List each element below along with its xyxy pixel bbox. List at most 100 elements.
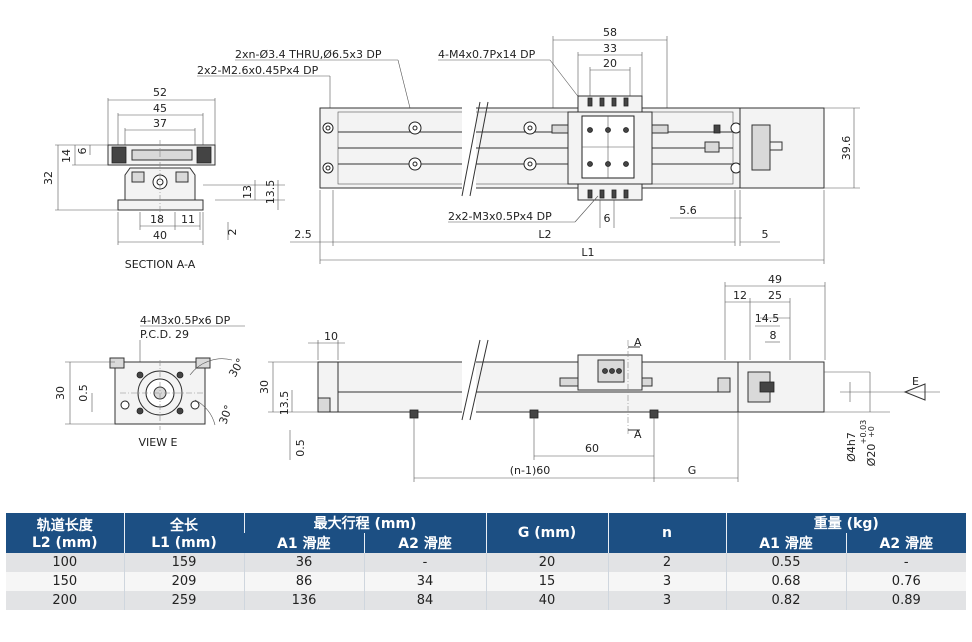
table-row: 150 209 86 34 15 3 0.68 0.76 bbox=[6, 572, 967, 591]
dim-l1: L1 bbox=[581, 246, 594, 259]
cell-l2: 100 bbox=[6, 553, 124, 572]
header-weight-a2: A2 滑座 bbox=[845, 533, 967, 553]
technical-drawing: 52 45 37 32 14 6 13 13.5 2 bbox=[42, 26, 940, 482]
header-total-length: 全长 L1 (mm) bbox=[123, 513, 244, 553]
dim-6-top: 6 bbox=[604, 212, 611, 225]
dim-13-5: 13.5 bbox=[264, 180, 277, 205]
side-dim-30: 30 bbox=[258, 380, 271, 394]
side-dim-tol-up: +0.03 bbox=[859, 420, 868, 445]
header-rail-length-label: 轨道长度 bbox=[36, 518, 93, 534]
dim-32: 32 bbox=[42, 171, 55, 185]
cell-stroke-a2: 84 bbox=[363, 591, 487, 610]
note-m4-holes: 4-M4x0.7Px14 DP bbox=[438, 48, 536, 61]
dim-37: 37 bbox=[153, 117, 167, 130]
cell-stroke-a2: - bbox=[363, 553, 487, 572]
side-dim-tol-dn: +0 bbox=[867, 426, 876, 438]
note-m2-6-holes: 2x2-M2.6x0.45Px4 DP bbox=[197, 64, 319, 77]
dim-18: 18 bbox=[150, 213, 164, 226]
section-aa-view: 52 45 37 32 14 6 13 13.5 2 bbox=[42, 86, 285, 271]
cell-l1: 259 bbox=[123, 591, 244, 610]
section-aa-title: SECTION A-A bbox=[125, 258, 196, 271]
note-thru-holes: 2xn-Ø3.4 THRU,Ø6.5x3 DP bbox=[235, 48, 382, 61]
table-row: 200 259 136 84 40 3 0.82 0.89 bbox=[6, 591, 967, 610]
side-dim-g: G bbox=[688, 464, 697, 477]
header-g: G (mm) bbox=[485, 513, 609, 553]
dim-l2: L2 bbox=[538, 228, 551, 241]
cell-stroke-a1: 136 bbox=[243, 591, 364, 610]
cell-l1: 159 bbox=[123, 553, 244, 572]
header-total-length-unit: L1 (mm) bbox=[151, 535, 217, 551]
side-view: 10 49 12 25 14.5 8 bbox=[258, 273, 940, 482]
side-dim-0-5: 0.5 bbox=[294, 439, 307, 457]
view-e-title: VIEW E bbox=[138, 436, 177, 449]
header-weight-a1: A1 滑座 bbox=[725, 533, 847, 553]
cell-l1: 209 bbox=[123, 572, 244, 591]
dim-20: 20 bbox=[603, 57, 617, 70]
cell-weight-a2: 0.89 bbox=[845, 591, 967, 610]
table-subheader-row: A1 滑座 A2 滑座 A1 滑座 A2 滑座 bbox=[6, 533, 967, 553]
dim-33: 33 bbox=[603, 42, 617, 55]
side-dim-8: 8 bbox=[770, 329, 777, 342]
dim-13: 13 bbox=[241, 185, 254, 199]
section-a-bottom: A bbox=[634, 428, 642, 441]
cell-n: 3 bbox=[607, 572, 727, 591]
dim-52: 52 bbox=[153, 86, 167, 99]
dim-14: 14 bbox=[60, 149, 73, 163]
header-n: n bbox=[607, 513, 727, 553]
spec-table: 轨道长度 L2 (mm) 全长 L1 (mm) 最大行程 (mm) G (mm)… bbox=[6, 513, 967, 610]
cell-weight-a1: 0.82 bbox=[725, 591, 847, 610]
dim-39-6: 39.6 bbox=[840, 136, 853, 161]
side-dim-49: 49 bbox=[768, 273, 782, 286]
dim-2: 2 bbox=[226, 229, 239, 236]
header-stroke-a2: A2 滑座 bbox=[363, 533, 487, 553]
cell-g: 40 bbox=[485, 591, 609, 610]
carriage-holes bbox=[581, 115, 635, 179]
cell-g: 15 bbox=[485, 572, 609, 591]
dim-5-6: 5.6 bbox=[679, 204, 697, 217]
header-weight: 重量 (kg) bbox=[725, 513, 967, 533]
header-total-length-label: 全长 bbox=[170, 518, 198, 534]
dim-11: 11 bbox=[181, 213, 195, 226]
cell-g: 20 bbox=[485, 553, 609, 572]
cell-n: 3 bbox=[607, 591, 727, 610]
header-rail-length: 轨道长度 L2 (mm) bbox=[6, 513, 124, 553]
side-dim-phi20: Ø20 bbox=[865, 444, 878, 467]
table-row: 100 159 36 - 20 2 0.55 - bbox=[6, 553, 967, 572]
view-e: 4-M3x0.5Px6 DP P.C.D. 29 30° 30° 30 0.5 … bbox=[54, 314, 247, 449]
header-max-stroke: 最大行程 (mm) bbox=[243, 513, 487, 533]
cell-stroke-a1: 36 bbox=[243, 553, 364, 572]
side-dim-n60: (n-1)60 bbox=[510, 464, 551, 477]
header-rail-length-unit: L2 (mm) bbox=[31, 535, 98, 551]
cell-weight-a1: 0.55 bbox=[725, 553, 847, 572]
cell-stroke-a1: 86 bbox=[243, 572, 364, 591]
header-stroke-a1: A1 滑座 bbox=[244, 533, 364, 553]
dim-58: 58 bbox=[603, 26, 617, 39]
top-view: 2xn-Ø3.4 THRU,Ø6.5x3 DP 2x2-M2.6x0.45Px4… bbox=[197, 26, 860, 264]
side-dim-60: 60 bbox=[585, 442, 599, 455]
dim-45: 45 bbox=[153, 102, 167, 115]
view-e-dim-30: 30 bbox=[54, 386, 67, 400]
table-header-row: 轨道长度 L2 (mm) 全长 L1 (mm) 最大行程 (mm) G (mm)… bbox=[6, 513, 967, 553]
note-m3-holes: 2x2-M3x0.5Px4 DP bbox=[448, 210, 552, 223]
angle-30-bottom: 30° bbox=[217, 403, 236, 426]
cell-weight-a2: - bbox=[845, 553, 967, 572]
dim-5: 5 bbox=[762, 228, 769, 241]
cell-weight-a2: 0.76 bbox=[845, 572, 967, 591]
dim-6: 6 bbox=[76, 148, 89, 155]
section-a-top: A bbox=[634, 336, 642, 349]
side-dim-phi4: Ø4h7 bbox=[845, 432, 858, 462]
note-view-e-m3: 4-M3x0.5Px6 DP bbox=[140, 314, 231, 327]
side-dim-25: 25 bbox=[768, 289, 782, 302]
cell-l2: 200 bbox=[6, 591, 124, 610]
side-dim-14-5: 14.5 bbox=[755, 312, 780, 325]
dim-40: 40 bbox=[153, 229, 167, 242]
cell-weight-a1: 0.68 bbox=[725, 572, 847, 591]
note-pcd: P.C.D. 29 bbox=[140, 328, 189, 341]
side-dim-12: 12 bbox=[733, 289, 747, 302]
dim-2-5: 2.5 bbox=[294, 228, 312, 241]
view-label-e: E bbox=[912, 375, 919, 388]
side-dim-13-5: 13.5 bbox=[278, 391, 291, 416]
cell-l2: 150 bbox=[6, 572, 124, 591]
cell-stroke-a2: 34 bbox=[363, 572, 487, 591]
cell-n: 2 bbox=[607, 553, 727, 572]
